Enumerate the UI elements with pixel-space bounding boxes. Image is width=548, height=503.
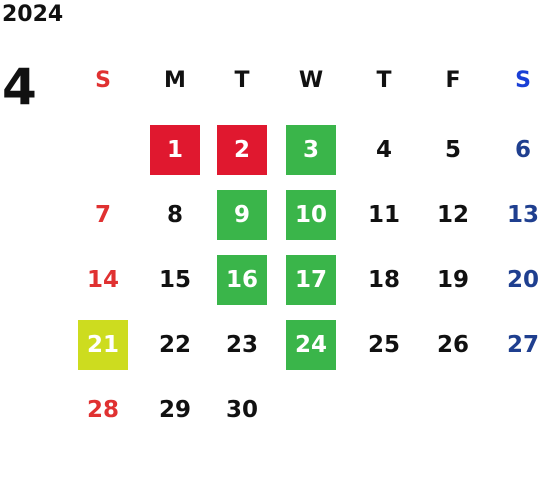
day-cell-25[interactable]: 25 (367, 332, 400, 358)
day-cell-26[interactable]: 26 (436, 332, 469, 358)
day-cell-3[interactable]: 3 (286, 125, 336, 175)
year-label: 2024 (2, 2, 64, 27)
day-cell-29[interactable]: 29 (158, 397, 191, 423)
day-cell-19[interactable]: 19 (436, 267, 469, 293)
day-cell-14[interactable]: 14 (86, 267, 119, 293)
weekday-header-tue: T (234, 67, 250, 93)
day-cell-11[interactable]: 11 (367, 202, 400, 228)
day-cell-22[interactable]: 22 (158, 332, 191, 358)
day-cell-28[interactable]: 28 (86, 397, 119, 423)
day-cell-12[interactable]: 12 (436, 202, 469, 228)
day-cell-27[interactable]: 27 (506, 332, 539, 358)
day-cell-18[interactable]: 18 (367, 267, 400, 293)
day-cell-23[interactable]: 23 (225, 332, 258, 358)
weekday-header-sat: S (515, 67, 531, 93)
day-cell-4[interactable]: 4 (375, 137, 392, 163)
weekday-header-wed: W (298, 67, 324, 93)
day-cell-20[interactable]: 20 (506, 267, 539, 293)
day-cell-7[interactable]: 7 (94, 202, 111, 228)
day-cell-5[interactable]: 5 (444, 137, 461, 163)
day-cell-13[interactable]: 13 (506, 202, 539, 228)
day-cell-21[interactable]: 21 (78, 320, 128, 370)
day-cell-15[interactable]: 15 (158, 267, 191, 293)
day-cell-6[interactable]: 6 (514, 137, 531, 163)
day-cell-10[interactable]: 10 (286, 190, 336, 240)
weekday-header-mon: M (164, 67, 186, 93)
day-cell-17[interactable]: 17 (286, 255, 336, 305)
weekday-header-thu: T (376, 67, 392, 93)
day-cell-30[interactable]: 30 (225, 397, 258, 423)
day-cell-2[interactable]: 2 (217, 125, 267, 175)
day-cell-8[interactable]: 8 (166, 202, 183, 228)
day-cell-1[interactable]: 1 (150, 125, 200, 175)
day-cell-24[interactable]: 24 (286, 320, 336, 370)
day-cell-9[interactable]: 9 (217, 190, 267, 240)
month-number: 4 (2, 58, 37, 116)
weekday-header-sun: S (95, 67, 111, 93)
weekday-header-fri: F (445, 67, 461, 93)
day-cell-16[interactable]: 16 (217, 255, 267, 305)
